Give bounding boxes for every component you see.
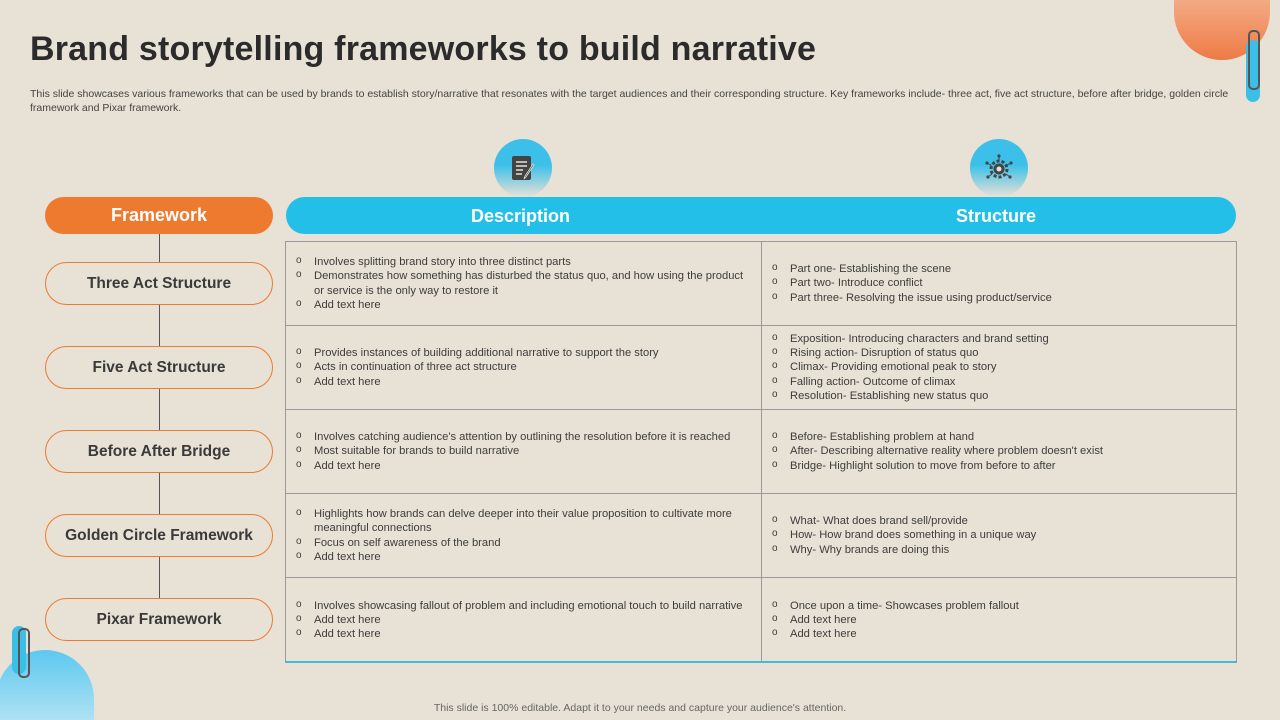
list-item: Demonstrates how something has disturbed…	[296, 268, 744, 297]
list-item: Once upon a time- Showcases problem fall…	[772, 598, 1019, 613]
table-row: Involves splitting brand story into thre…	[286, 242, 1236, 326]
structure-header-label: Structure	[956, 206, 1037, 226]
description-cell: Involves showcasing fallout of problem a…	[286, 578, 762, 662]
document-pen-icon	[494, 139, 552, 197]
framework-table: Involves splitting brand story into thre…	[285, 241, 1237, 663]
framework-pill-five-act: Five Act Structure	[45, 346, 273, 389]
framework-pill-pixar: Pixar Framework	[45, 598, 273, 641]
list-item: Provides instances of building additiona…	[296, 345, 744, 360]
footer-note: This slide is 100% editable. Adapt it to…	[433, 702, 847, 714]
list-item: Involves splitting brand story into thre…	[296, 254, 744, 269]
list-item: Add text here	[296, 297, 744, 312]
paperclip-icon	[12, 626, 30, 678]
framework-connector-line	[159, 234, 160, 600]
list-item: Exposition- Introducing characters and b…	[772, 331, 1049, 346]
structure-cell: Exposition- Introducing characters and b…	[762, 326, 1236, 409]
framework-pill-three-act: Three Act Structure	[45, 262, 273, 305]
paperclip-icon	[1246, 30, 1260, 102]
list-item: Before- Establishing problem at hand	[772, 429, 1103, 444]
framework-pill-before-after-bridge: Before After Bridge	[45, 430, 273, 473]
list-item: Rising action- Disruption of status quo	[772, 345, 1049, 360]
list-item: Acts in continuation of three act struct…	[296, 359, 744, 374]
list-item: Involves catching audience's attention b…	[296, 429, 744, 444]
list-item: Highlights how brands can delve deeper i…	[296, 506, 744, 535]
list-item: Add text here	[296, 374, 744, 389]
list-item: Add text here	[296, 458, 744, 473]
list-item: Falling action- Outcome of climax	[772, 374, 1049, 389]
list-item: Focus on self awareness of the brand	[296, 534, 744, 550]
list-item: Involves showcasing fallout of problem a…	[296, 598, 744, 613]
structure-cell: Part one- Establishing the scene Part tw…	[762, 242, 1236, 325]
list-item: Climax- Providing emotional peak to stor…	[772, 359, 1049, 374]
list-item: Most suitable for brands to build narrat…	[296, 443, 744, 458]
description-structure-header: Description Structure	[286, 197, 1236, 234]
table-row: Provides instances of building additiona…	[286, 326, 1236, 410]
list-item: Bridge- Highlight solution to move from …	[772, 458, 1103, 473]
description-header-label: Description	[471, 206, 571, 226]
list-item: What- What does brand sell/provide	[772, 513, 1036, 528]
table-row: Involves catching audience's attention b…	[286, 410, 1236, 494]
slide-subtitle: This slide showcases various frameworks …	[30, 88, 1229, 114]
list-item: Add text here	[772, 612, 1019, 627]
list-item: How- How brand does something in a uniqu…	[772, 527, 1036, 542]
table-row: Involves showcasing fallout of problem a…	[286, 578, 1236, 662]
description-cell: Involves splitting brand story into thre…	[286, 242, 762, 325]
table-row: Highlights how brands can delve deeper i…	[286, 494, 1236, 578]
description-cell: Involves catching audience's attention b…	[286, 410, 762, 493]
list-item: After- Describing alternative reality wh…	[772, 443, 1103, 458]
structure-cell: Before- Establishing problem at hand Aft…	[762, 410, 1236, 493]
list-item: Add text here	[772, 626, 1019, 641]
description-cell: Provides instances of building additiona…	[286, 326, 762, 409]
list-item: Resolution- Establishing new status quo	[772, 388, 1049, 403]
framework-header: Framework	[45, 197, 273, 234]
list-item: Part two- Introduce conflict	[772, 275, 1052, 290]
structure-cell: What- What does brand sell/provide How- …	[762, 494, 1236, 577]
list-item: Add text here	[296, 612, 744, 627]
framework-pill-golden-circle: Golden Circle Framework	[45, 514, 273, 557]
list-item: Why- Why brands are doing this	[772, 542, 1036, 557]
list-item: Add text here	[296, 549, 744, 564]
list-item: Part three- Resolving the issue using pr…	[772, 290, 1052, 305]
list-item: Add text here	[296, 626, 744, 641]
slide-title: Brand storytelling frameworks to build n…	[30, 30, 817, 68]
gear-network-icon	[970, 139, 1028, 197]
list-item: Part one- Establishing the scene	[772, 261, 1052, 276]
description-cell: Highlights how brands can delve deeper i…	[286, 494, 762, 577]
structure-cell: Once upon a time- Showcases problem fall…	[762, 578, 1236, 662]
